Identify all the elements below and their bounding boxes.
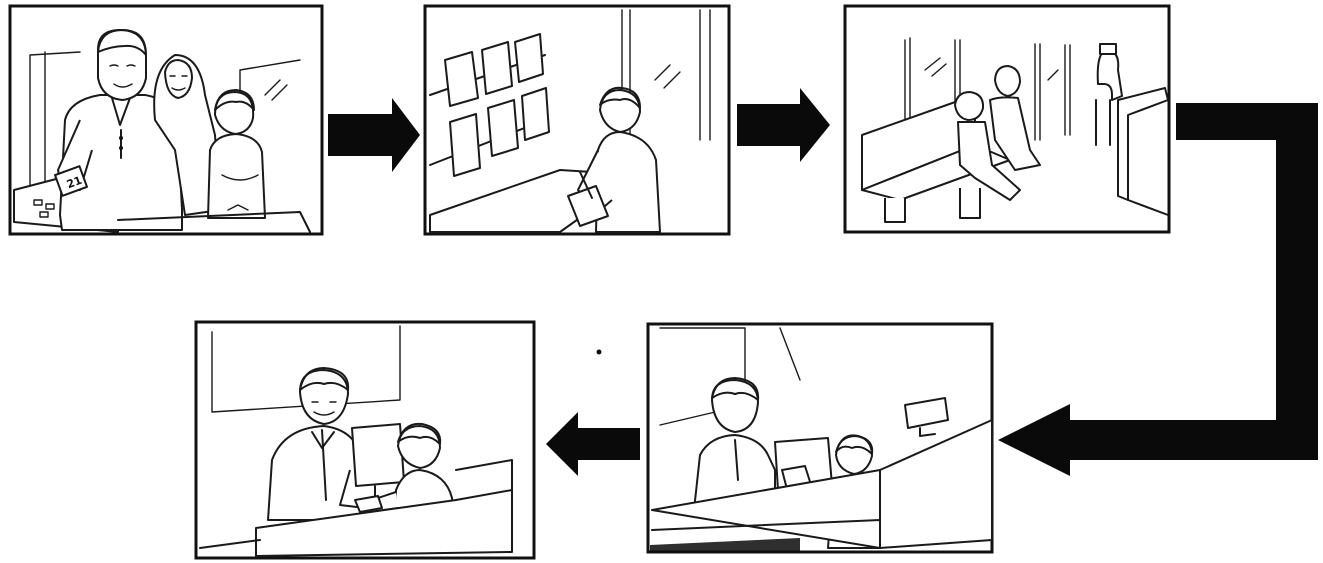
- brochure-6: [522, 88, 549, 140]
- parent-head: [995, 66, 1020, 96]
- stray-mark: [597, 350, 602, 355]
- mother-face: [165, 60, 192, 98]
- child-head: [955, 92, 983, 120]
- exchanged-passbook: [355, 496, 382, 512]
- arrow-2-to-3: [737, 88, 830, 162]
- clerk-cap: [1100, 44, 1116, 54]
- bench-leg-1: [885, 198, 905, 222]
- panel-5: [196, 322, 534, 558]
- brochure-4: [450, 114, 480, 176]
- arrow-4-to-5: [546, 412, 640, 476]
- bench-leg-2: [960, 188, 980, 218]
- father-head: [98, 30, 146, 100]
- brochure-3: [515, 34, 543, 82]
- panel-3: [845, 6, 1169, 232]
- monitor: [352, 424, 404, 486]
- panel-2: [425, 6, 729, 234]
- arrow-1-to-2: [328, 98, 420, 172]
- brochure-5: [488, 100, 518, 156]
- panel-4: [648, 324, 992, 552]
- father-button-2: [119, 146, 123, 150]
- brochure-2: [482, 42, 512, 94]
- panel-1: 21: [10, 6, 322, 234]
- brochure-1: [445, 52, 478, 106]
- father-button-1: [119, 136, 123, 140]
